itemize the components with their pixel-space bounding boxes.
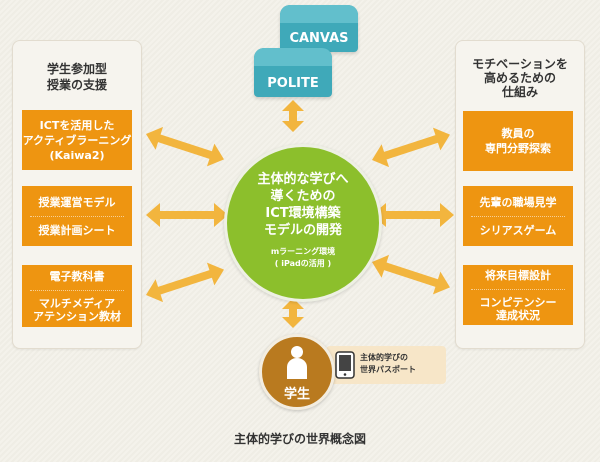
- box-item: 教員の 専門分野探索: [485, 127, 551, 155]
- student-circle: 学生: [259, 334, 335, 410]
- polite-box: POLITE: [254, 48, 332, 97]
- box-item: 授業計画シート: [38, 223, 116, 237]
- double-arrow-icon: [372, 203, 454, 227]
- passport-badge: 主体的学びの 世界パスポート: [326, 346, 446, 384]
- box-item: コンピテンシー 達成状況: [479, 296, 557, 322]
- center-circle: 主体的な学びへ 導くための ICT環境構築 モデルの開発 mラーニング環境 ( …: [224, 144, 382, 302]
- canvas-label: CANVAS: [289, 31, 349, 46]
- diagram-caption: 主体的学びの世界概念図: [233, 432, 366, 446]
- box-item: 授業運営モデル: [38, 195, 116, 209]
- divider: [30, 215, 124, 217]
- canvas-box: CANVAS: [280, 5, 358, 52]
- double-arrow-icon: [372, 127, 450, 168]
- box-item: ICTを活用した アクティブラーニング (Kaiwa2): [22, 118, 132, 162]
- box-cap: [280, 5, 358, 23]
- divider: [471, 289, 565, 290]
- double-arrow-icon: [146, 203, 228, 227]
- double-arrow-icon: [372, 254, 450, 295]
- box-item: シリアスゲーム: [479, 223, 557, 237]
- left-box-e-textbook: 電子教科書 マルチメディア アテンション教材: [22, 265, 132, 327]
- left-panel-title: 学生参加型 授業の支援: [46, 62, 107, 92]
- tablet-icon: [335, 351, 355, 379]
- box-item: 先輩の職場見学: [479, 195, 557, 209]
- box-item: 将来目標設計: [485, 269, 551, 282]
- passport-label: 主体的学びの 世界パスポート: [360, 353, 416, 374]
- left-box-class-management: 授業運営モデル 授業計画シート: [22, 186, 132, 246]
- left-box-active-learning: ICTを活用した アクティブラーニング (Kaiwa2): [22, 110, 132, 170]
- right-box-goal-design: 将来目標設計 コンピテンシー 達成状況: [463, 265, 573, 325]
- center-subtitle: mラーニング環境 ( iPadの活用 ): [270, 247, 336, 268]
- right-panel-title: モチベーションを 高めるための 仕組み: [472, 57, 568, 99]
- double-arrow-icon: [146, 126, 224, 167]
- student-label: 学生: [283, 387, 310, 402]
- right-box-workplace: 先輩の職場見学 シリアスゲーム: [463, 186, 573, 246]
- double-arrow-icon: [146, 262, 224, 303]
- box-item: マルチメディア アテンション教材: [33, 297, 121, 323]
- divider: [471, 215, 565, 217]
- double-arrow-icon: [282, 100, 304, 132]
- center-title: 主体的な学びへ 導くための ICT環境構築 モデルの開発: [257, 172, 349, 238]
- person-icon: [287, 346, 307, 379]
- box-item: 電子教科書: [49, 270, 105, 283]
- divider: [30, 290, 124, 291]
- double-arrow-icon: [282, 298, 304, 328]
- right-box-faculty: 教員の 専門分野探索: [463, 111, 573, 171]
- polite-label: POLITE: [267, 76, 319, 91]
- box-cap: [254, 48, 332, 66]
